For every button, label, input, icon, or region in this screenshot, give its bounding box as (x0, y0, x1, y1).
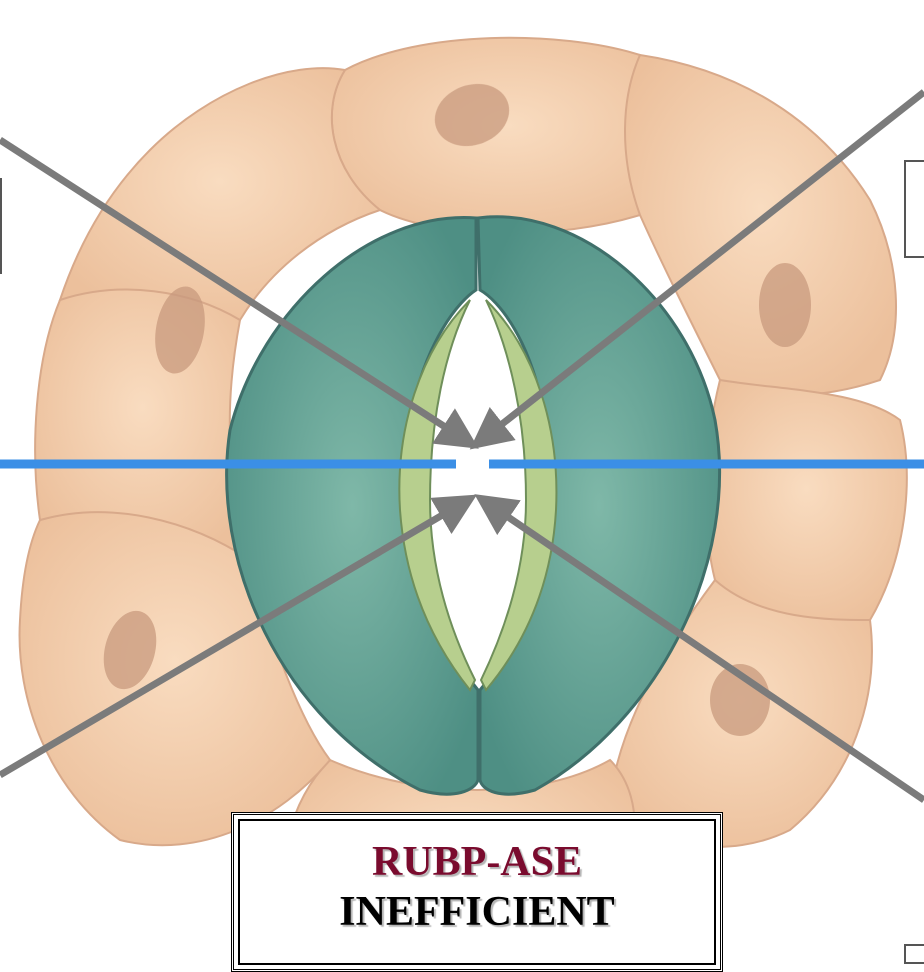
label-inefficient: INEFFICIENT (234, 887, 720, 937)
cropped-box-bottom-right (904, 944, 924, 964)
epidermal-cell-right (706, 380, 907, 623)
cropped-box-left (0, 178, 2, 274)
rubpase-label-box: RUBP-ASE INEFFICIENT (231, 812, 723, 972)
nucleus (759, 263, 811, 347)
cropped-box-right (904, 160, 924, 258)
stomata-diagram (0, 0, 924, 952)
label-rubpase: RUBP-ASE (234, 837, 720, 887)
